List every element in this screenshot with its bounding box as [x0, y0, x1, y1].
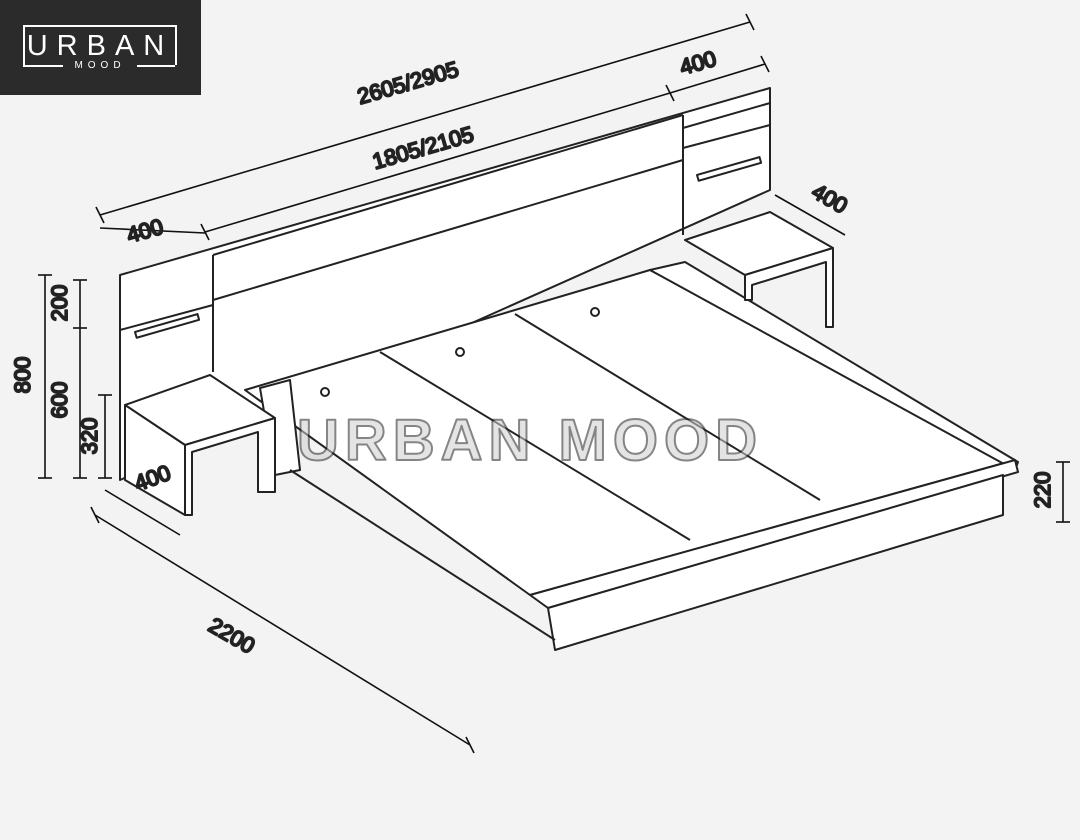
platform-height-label: 220: [1030, 472, 1055, 509]
right-panel-width-label: 400: [677, 46, 719, 80]
lower-panel-height-label: 600: [47, 382, 72, 419]
total-height-label: 800: [10, 357, 35, 394]
slat-hole: [590, 307, 600, 317]
logo-frame: [23, 25, 177, 65]
right-reading-light: [695, 156, 763, 182]
logo-subtitle: MOOD: [74, 60, 126, 71]
left-panel-width-label: 400: [124, 214, 166, 248]
overall-width-label: 2605/2905: [355, 56, 462, 109]
bed-platform: [244, 261, 1019, 651]
right-nightstand: [684, 211, 834, 328]
logo-wordmark: URBAN: [26, 30, 174, 62]
watermark: URBAN MOOD: [297, 408, 763, 473]
nightstand-height-label: 320: [77, 418, 102, 455]
slat-hole: [455, 347, 465, 357]
left-reading-light: [134, 313, 201, 339]
top-panel-height-label: 200: [47, 285, 72, 322]
slat-hole: [320, 387, 330, 397]
dimension-lines: [38, 13, 1070, 754]
brand-logo: URBAN MOOD: [0, 0, 201, 95]
right-nightstand-depth-label: 400: [808, 178, 852, 218]
logo-frame-line: [23, 65, 63, 67]
bed-length-label: 2200: [204, 612, 259, 658]
logo-frame-line: [137, 65, 175, 67]
left-nightstand: [124, 374, 276, 516]
